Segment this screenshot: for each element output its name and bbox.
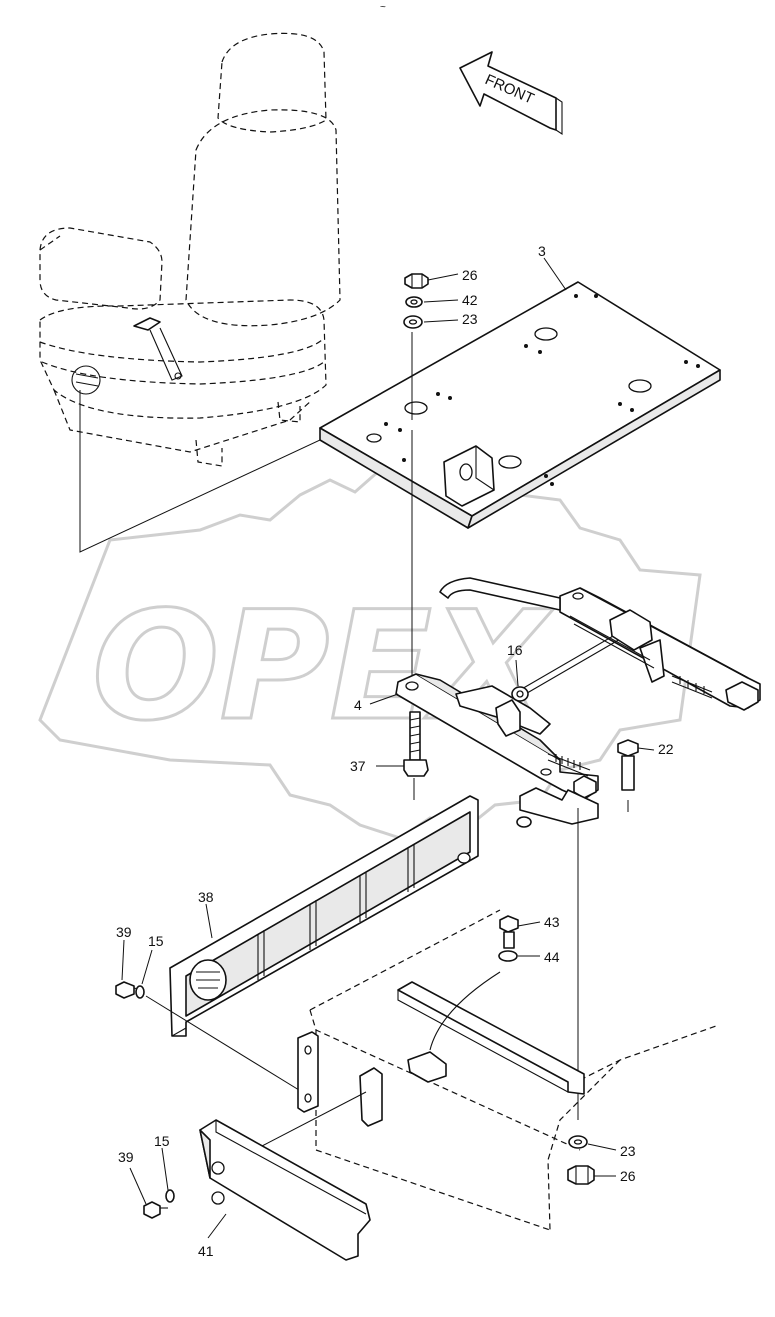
side-cover-panel-38 — [169, 795, 479, 1037]
callout-4: 4 — [354, 697, 362, 713]
callout-26-bottom: 26 — [620, 1168, 636, 1184]
header-mark: ~ — [380, 2, 386, 13]
callout-22: 22 — [658, 741, 674, 757]
floor-frame — [261, 909, 717, 1231]
bolt-37 — [403, 711, 429, 777]
callout-3: 3 — [538, 243, 546, 259]
callout-15-top: 15 — [148, 933, 164, 949]
callout-39-top: 39 — [116, 924, 132, 940]
seat-slide-rails — [395, 577, 761, 828]
callout-37: 37 — [350, 758, 366, 774]
callout-leaders — [121, 257, 655, 1239]
callout-23-top: 23 — [462, 311, 478, 327]
callout-41: 41 — [198, 1243, 214, 1259]
bolt-22 — [617, 739, 639, 812]
front-arrow: FRONT — [459, 51, 563, 136]
callout-labels: 26 42 23 3 16 4 22 37 38 39 15 43 44 23 … — [116, 243, 674, 1259]
callout-23-bottom: 23 — [620, 1143, 636, 1159]
bottom-hardware-stack — [567, 1135, 595, 1185]
callout-42: 42 — [462, 292, 478, 308]
bolt-43-washer-44 — [498, 915, 519, 962]
callout-43: 43 — [544, 914, 560, 930]
callout-15-bottom: 15 — [154, 1133, 170, 1149]
screw-washer-upper — [115, 981, 313, 1099]
top-hardware-stack — [403, 273, 429, 800]
callout-38: 38 — [198, 889, 214, 905]
callout-26-top: 26 — [462, 267, 478, 283]
screw-washer-lower — [143, 1189, 175, 1219]
seat-outline — [39, 32, 441, 553]
callout-44: 44 — [544, 949, 560, 965]
callout-16: 16 — [507, 642, 523, 658]
callout-39-bottom: 39 — [118, 1149, 134, 1165]
front-cover-panel-41 — [199, 1119, 371, 1261]
seat-mounting-plate — [319, 281, 721, 529]
